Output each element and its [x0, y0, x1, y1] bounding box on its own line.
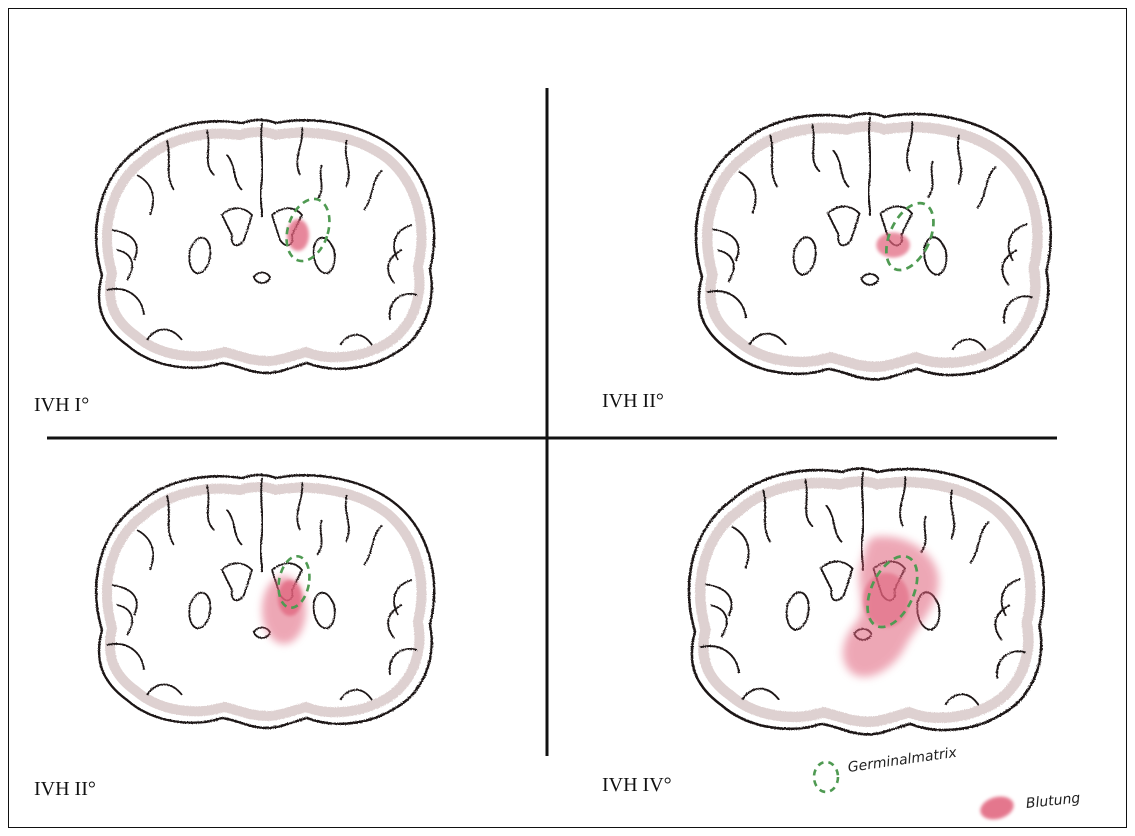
label-ivh-grade-2-bottom: IVH II°	[34, 778, 96, 801]
brain-slice-grade-2-bottom	[96, 475, 434, 728]
brain-slice-grade-4	[689, 469, 1044, 735]
label-ivh-grade-1: IVH I°	[34, 394, 89, 417]
brain-slice-grade-2-top	[696, 114, 1051, 380]
label-ivh-grade-2-top: IVH II°	[602, 390, 664, 413]
bleeding-region	[876, 232, 910, 257]
bleeding-core	[278, 580, 302, 616]
brain-slice-grade-1	[96, 120, 434, 373]
germinal-matrix-legend-icon	[814, 762, 838, 792]
label-ivh-grade-4: IVH IV°	[602, 774, 672, 797]
bleeding-region	[287, 219, 309, 251]
bleeding-legend-icon	[978, 793, 1017, 823]
